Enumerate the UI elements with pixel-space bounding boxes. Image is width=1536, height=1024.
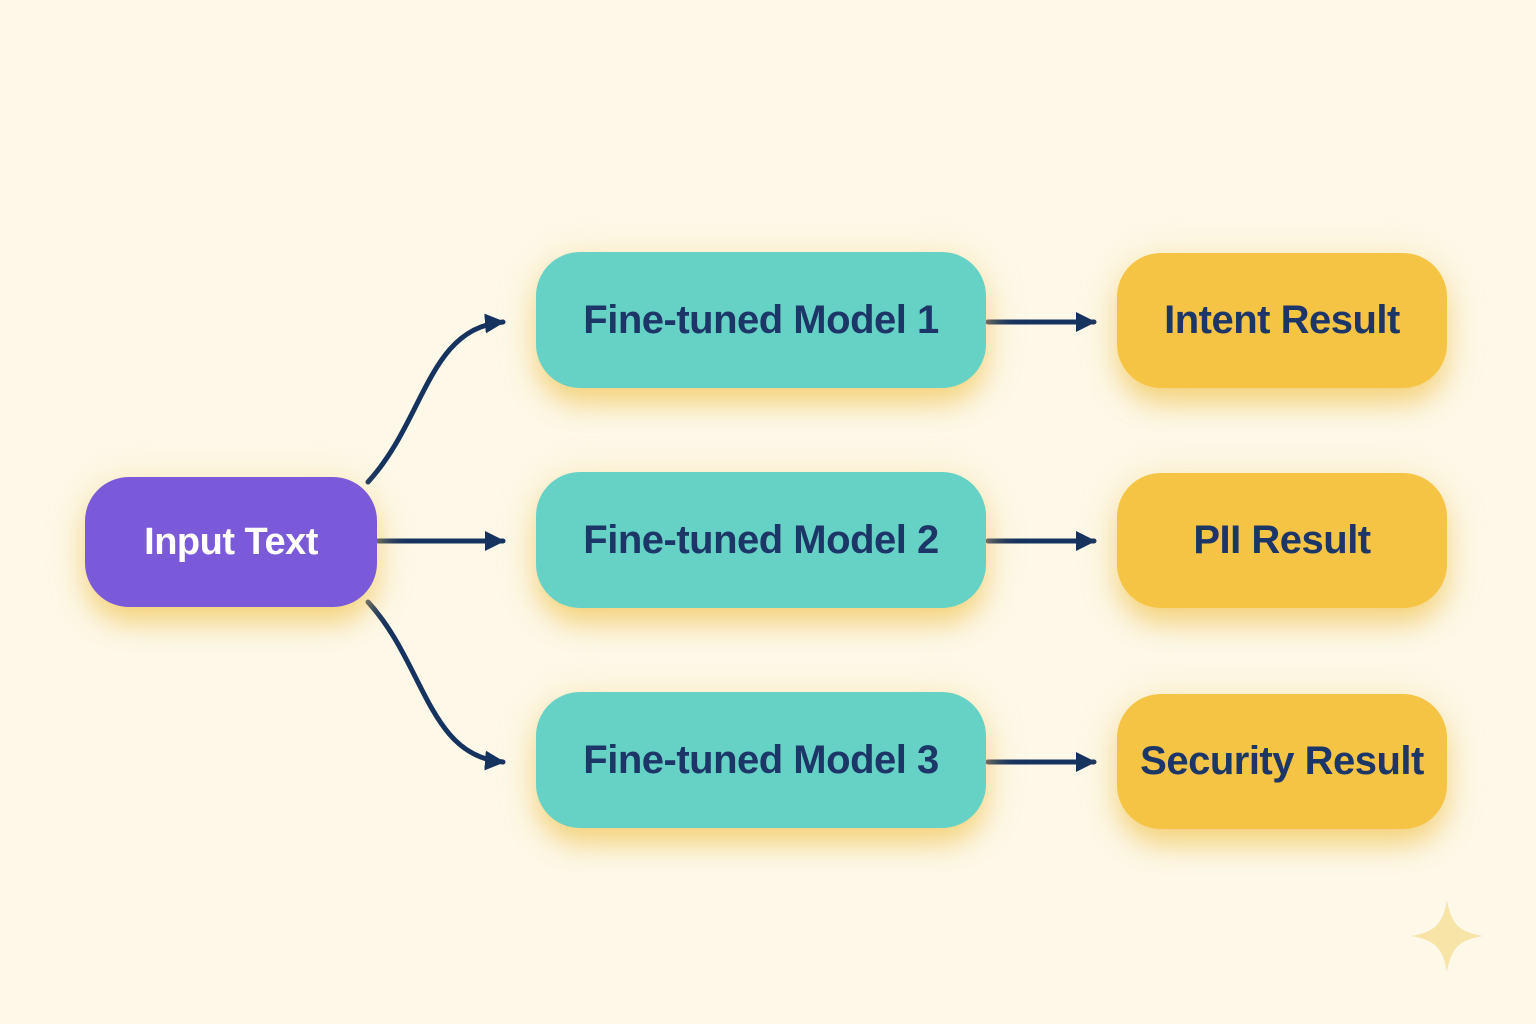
node-fine-tuned-model-1-label: Fine-tuned Model 1	[583, 297, 939, 342]
node-fine-tuned-model-3: Fine-tuned Model 3	[536, 692, 986, 828]
node-security-result-label: Security Result	[1140, 739, 1424, 783]
node-fine-tuned-model-1: Fine-tuned Model 1	[536, 252, 986, 388]
node-fine-tuned-model-2-label: Fine-tuned Model 2	[583, 517, 939, 562]
node-fine-tuned-model-2: Fine-tuned Model 2	[536, 472, 986, 608]
node-input-text: Input Text	[85, 477, 377, 607]
node-intent-result: Intent Result	[1117, 253, 1447, 388]
node-pii-result-label: PII Result	[1193, 518, 1371, 562]
edge-input-to-model3	[365, 599, 506, 771]
node-input-text-label: Input Text	[144, 520, 318, 563]
node-pii-result: PII Result	[1117, 473, 1447, 608]
node-security-result: Security Result	[1117, 694, 1447, 829]
edge-input-to-model1	[365, 313, 506, 485]
sparkle-icon	[1411, 900, 1483, 972]
node-fine-tuned-model-3-label: Fine-tuned Model 3	[583, 737, 939, 782]
node-intent-result-label: Intent Result	[1164, 298, 1400, 342]
